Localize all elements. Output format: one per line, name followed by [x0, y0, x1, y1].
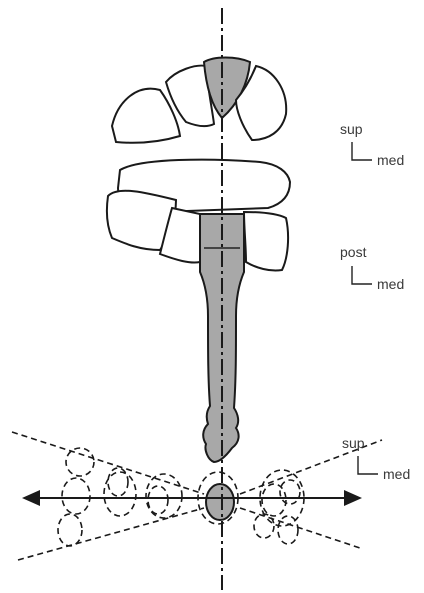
orientation-marker — [352, 266, 372, 284]
section-outline — [280, 480, 300, 504]
arrowhead-right-icon — [344, 490, 362, 506]
orientation-label-med: med — [377, 153, 404, 167]
orientation-label-med: med — [377, 277, 404, 291]
arrowhead-left-icon — [22, 490, 40, 506]
orientation-marker — [358, 456, 378, 474]
orientation-label-sup: sup — [342, 436, 365, 450]
section-outline — [62, 478, 90, 514]
dashed-line-lower-left — [18, 508, 204, 560]
section-outline — [108, 468, 128, 496]
orientation-label-sup: sup — [340, 122, 363, 136]
bone-left-top — [112, 89, 180, 143]
section-outline — [148, 486, 168, 514]
section-outline — [262, 484, 286, 516]
highlighted-section — [206, 484, 234, 520]
dashed-line-lower-right — [240, 508, 360, 548]
section-outline — [278, 516, 298, 544]
bone-right-block — [244, 212, 288, 271]
bottom-section-view — [12, 432, 382, 560]
orientation-label-med: med — [383, 467, 410, 481]
orientation-marker — [352, 142, 372, 160]
top-bone-view — [112, 58, 286, 143]
section-outline — [58, 514, 82, 546]
section-outline — [66, 448, 94, 476]
middle-bone-view — [107, 160, 290, 462]
orientation-label-post: post — [340, 245, 366, 259]
